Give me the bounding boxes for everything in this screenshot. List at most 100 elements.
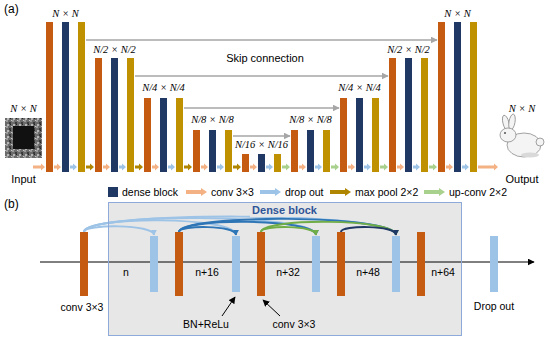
conv-bar (291, 130, 298, 172)
flow-arrow (70, 164, 77, 171)
flow-arrows (33, 164, 498, 171)
flow-arrow (54, 164, 61, 171)
flow-arrow (119, 164, 126, 171)
conv-bar (95, 58, 102, 172)
flow-arrow (250, 164, 257, 171)
io-label: Input (11, 173, 35, 185)
legend-label: dense block (122, 186, 178, 198)
dense-block-bar (111, 58, 118, 172)
size-label: N/8 × N/8 (289, 114, 332, 126)
flow-arrow (135, 164, 143, 171)
conv-bars (80, 232, 425, 296)
conv-bar (389, 58, 396, 172)
layer-label: conv 3×3 (272, 318, 317, 330)
dense-block-bar (160, 98, 167, 172)
flow-arrow (331, 164, 339, 171)
panel-label: (a) (4, 3, 19, 15)
flow-arrow (86, 164, 94, 171)
dense-block-bar (307, 130, 314, 172)
dropout-bar (372, 98, 379, 172)
flow-arrow (33, 164, 45, 171)
flow-arrow (413, 164, 420, 171)
dense-block-bar (258, 154, 265, 172)
legend-label: up-conv 2×2 (449, 186, 507, 198)
flow-arrow (397, 164, 404, 171)
dropout-bar (274, 154, 281, 172)
size-label: N × N (52, 8, 78, 20)
conv-bar (193, 130, 200, 172)
legend-label: drop out (285, 186, 324, 198)
channel-label: n (122, 266, 130, 278)
dropout-bar (127, 58, 134, 172)
legend-arrow (186, 188, 207, 196)
skip-arrow (135, 75, 388, 77)
skip-arrow (233, 135, 290, 137)
conv-bar (46, 22, 53, 172)
size-label: N/2 × N/2 (93, 44, 136, 56)
size-label: N/4 × N/4 (142, 82, 185, 94)
channel-label: n+48 (355, 266, 381, 278)
size-label: N/16 × N/16 (235, 139, 288, 151)
dropout-bar (225, 130, 232, 172)
dense-block-ground (108, 202, 462, 336)
dense-block-bar (209, 130, 216, 172)
unet-bars (46, 22, 477, 172)
output-bunny (500, 114, 544, 158)
size-label: N/4 × N/4 (338, 82, 381, 94)
legend-swatch (108, 187, 118, 197)
legend-label: conv 3×3 (211, 186, 254, 198)
size-label: N/2 × N/2 (387, 44, 430, 56)
flow-arrow (168, 164, 175, 171)
conv-bar (438, 22, 445, 172)
dropout-bar (323, 130, 330, 172)
conv-bar (242, 154, 249, 172)
layer-label: BN+ReLu (182, 318, 230, 330)
layer-label: conv 3×3 (61, 301, 104, 313)
bn-relu-bars (150, 236, 498, 292)
flow-arrow (462, 164, 469, 171)
dense-block-bar (356, 98, 363, 172)
legend-label: max pool 2×2 (355, 186, 418, 198)
flow-arrow (282, 164, 290, 171)
legend-arrow (424, 188, 445, 196)
channel-label: n+64 (430, 266, 456, 278)
dropout-bar (176, 98, 183, 172)
flow-arrow (103, 164, 110, 171)
skip-connections (86, 40, 437, 136)
flow-arrow (266, 164, 273, 171)
legend-arrow (260, 188, 281, 196)
dropout-bar (78, 22, 85, 172)
dense-block-bar (405, 58, 412, 172)
flow-arrow (233, 164, 241, 171)
dense-block-bar (62, 22, 69, 172)
conv-bar (340, 98, 347, 172)
flow-arrow (348, 164, 355, 171)
dropout-bar (470, 22, 477, 172)
size-label: N × N (10, 103, 36, 115)
flow-arrow (364, 164, 371, 171)
size-label: N/8 × N/8 (191, 114, 234, 126)
flow-arrow (380, 164, 388, 171)
skip-arrow (86, 39, 437, 41)
panel-label: (b) (4, 198, 19, 210)
flow-arrow (184, 164, 192, 171)
conv-bar (144, 98, 151, 172)
flow-arrow (446, 164, 453, 171)
legend-arrow (330, 188, 351, 196)
dense-connections (84, 217, 396, 235)
skip-arrow (184, 107, 339, 109)
input-image (5, 118, 42, 158)
flow-arrow (429, 164, 437, 171)
flow-arrow (217, 164, 224, 171)
skip-label: Skip connection (226, 52, 304, 64)
channel-label: n+32 (275, 266, 301, 278)
flow-arrow (201, 164, 208, 171)
io-label: Output (505, 173, 538, 185)
size-label: N × N (509, 103, 535, 115)
size-label: N × N (444, 8, 470, 20)
channel-label: n+16 (194, 266, 220, 278)
block-title: Dense block (250, 204, 319, 217)
flow-arrow (152, 164, 159, 171)
dense-block-bar (454, 22, 461, 172)
